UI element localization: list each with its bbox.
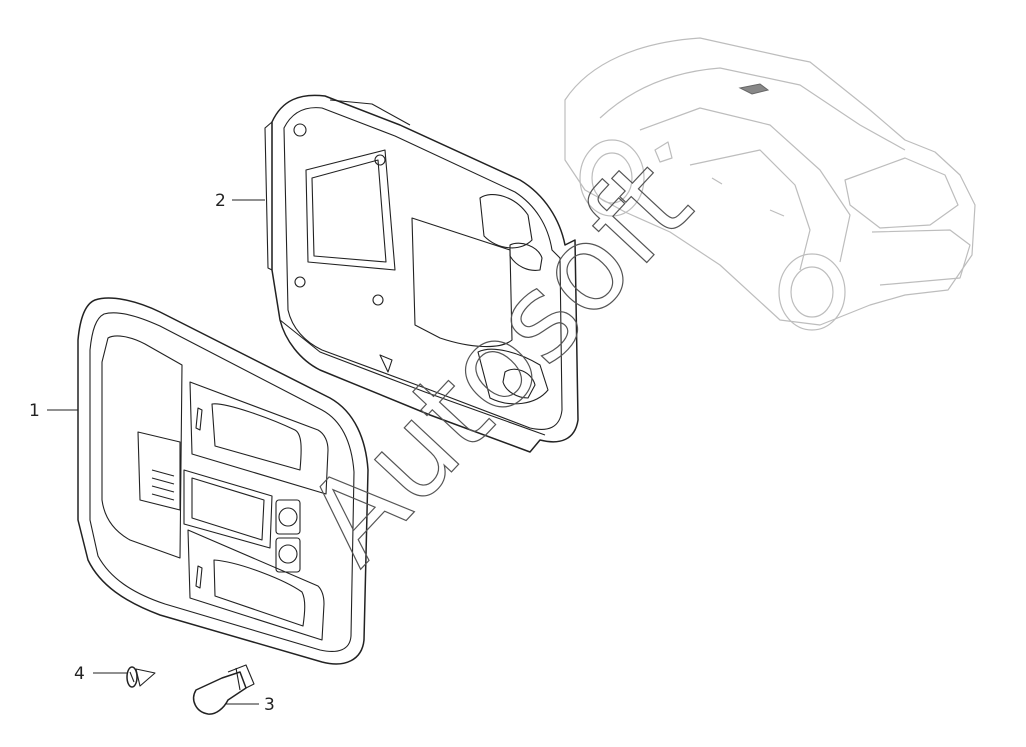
vehicle-reference-illustration (564, 37, 976, 331)
part-1-overhead-console (77, 297, 369, 665)
part-3-bulb (192, 664, 255, 715)
callout-4: 4 (74, 664, 85, 684)
callout-1: 1 (29, 401, 40, 421)
callout-2: 2 (215, 191, 226, 211)
leader-lines (47, 199, 265, 705)
roof-console-location-marker (738, 83, 770, 95)
part-4-screw (126, 666, 156, 688)
callout-3: 3 (264, 695, 275, 715)
part-2-mounting-bracket (264, 94, 579, 453)
